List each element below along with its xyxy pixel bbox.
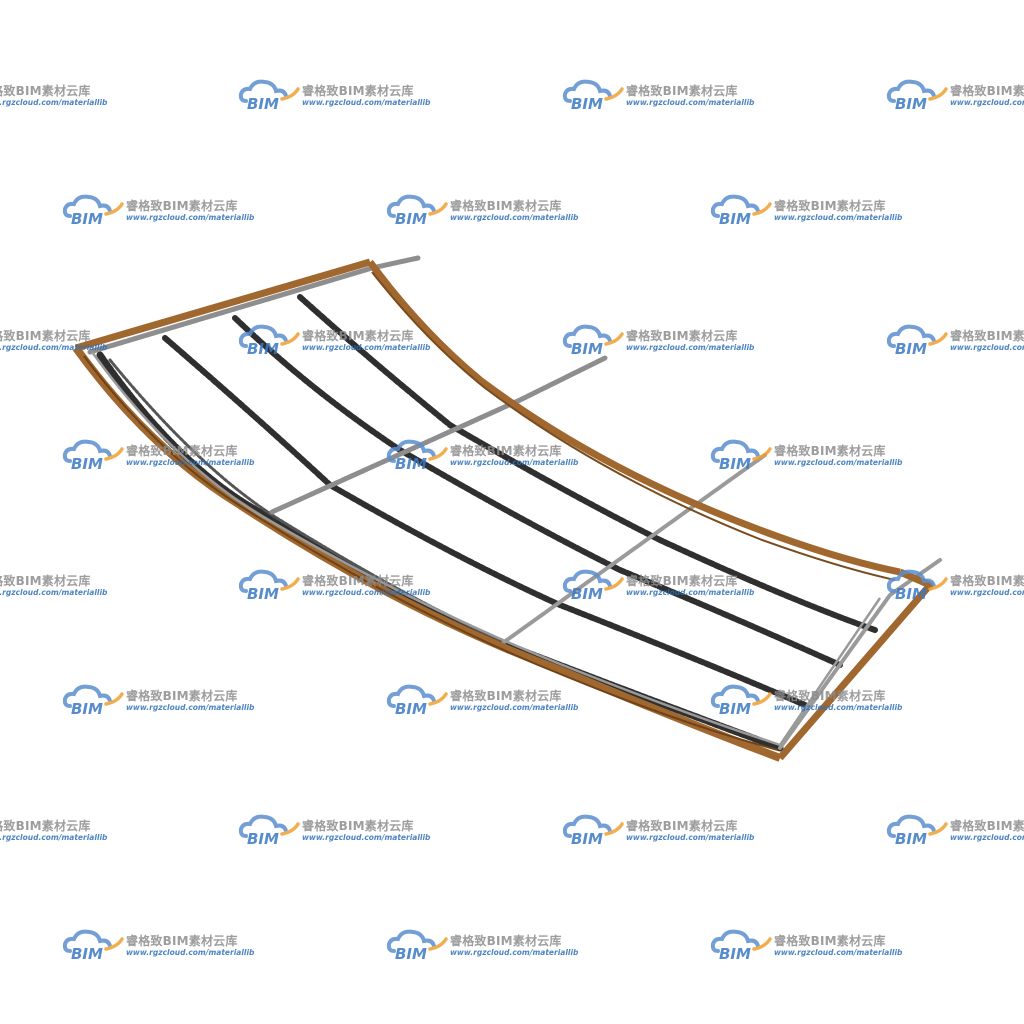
longitudinal-bar (162, 335, 808, 708)
outer-frame (72, 258, 934, 762)
transverse-bar (778, 558, 942, 750)
frame-inner-grey (90, 351, 882, 747)
frame-right-curve-inner (371, 271, 896, 581)
frame-top-edge (75, 258, 371, 352)
transverse-bar (269, 355, 608, 515)
longitudinal-bar (232, 315, 843, 668)
transverse-bars (87, 255, 942, 750)
longitudinal-bar (297, 294, 878, 633)
frame-left-curve-inner (83, 355, 779, 751)
frame-right-curve (367, 259, 901, 576)
longitudinal-bars (96, 294, 878, 752)
longitudinal-bar (108, 358, 502, 642)
